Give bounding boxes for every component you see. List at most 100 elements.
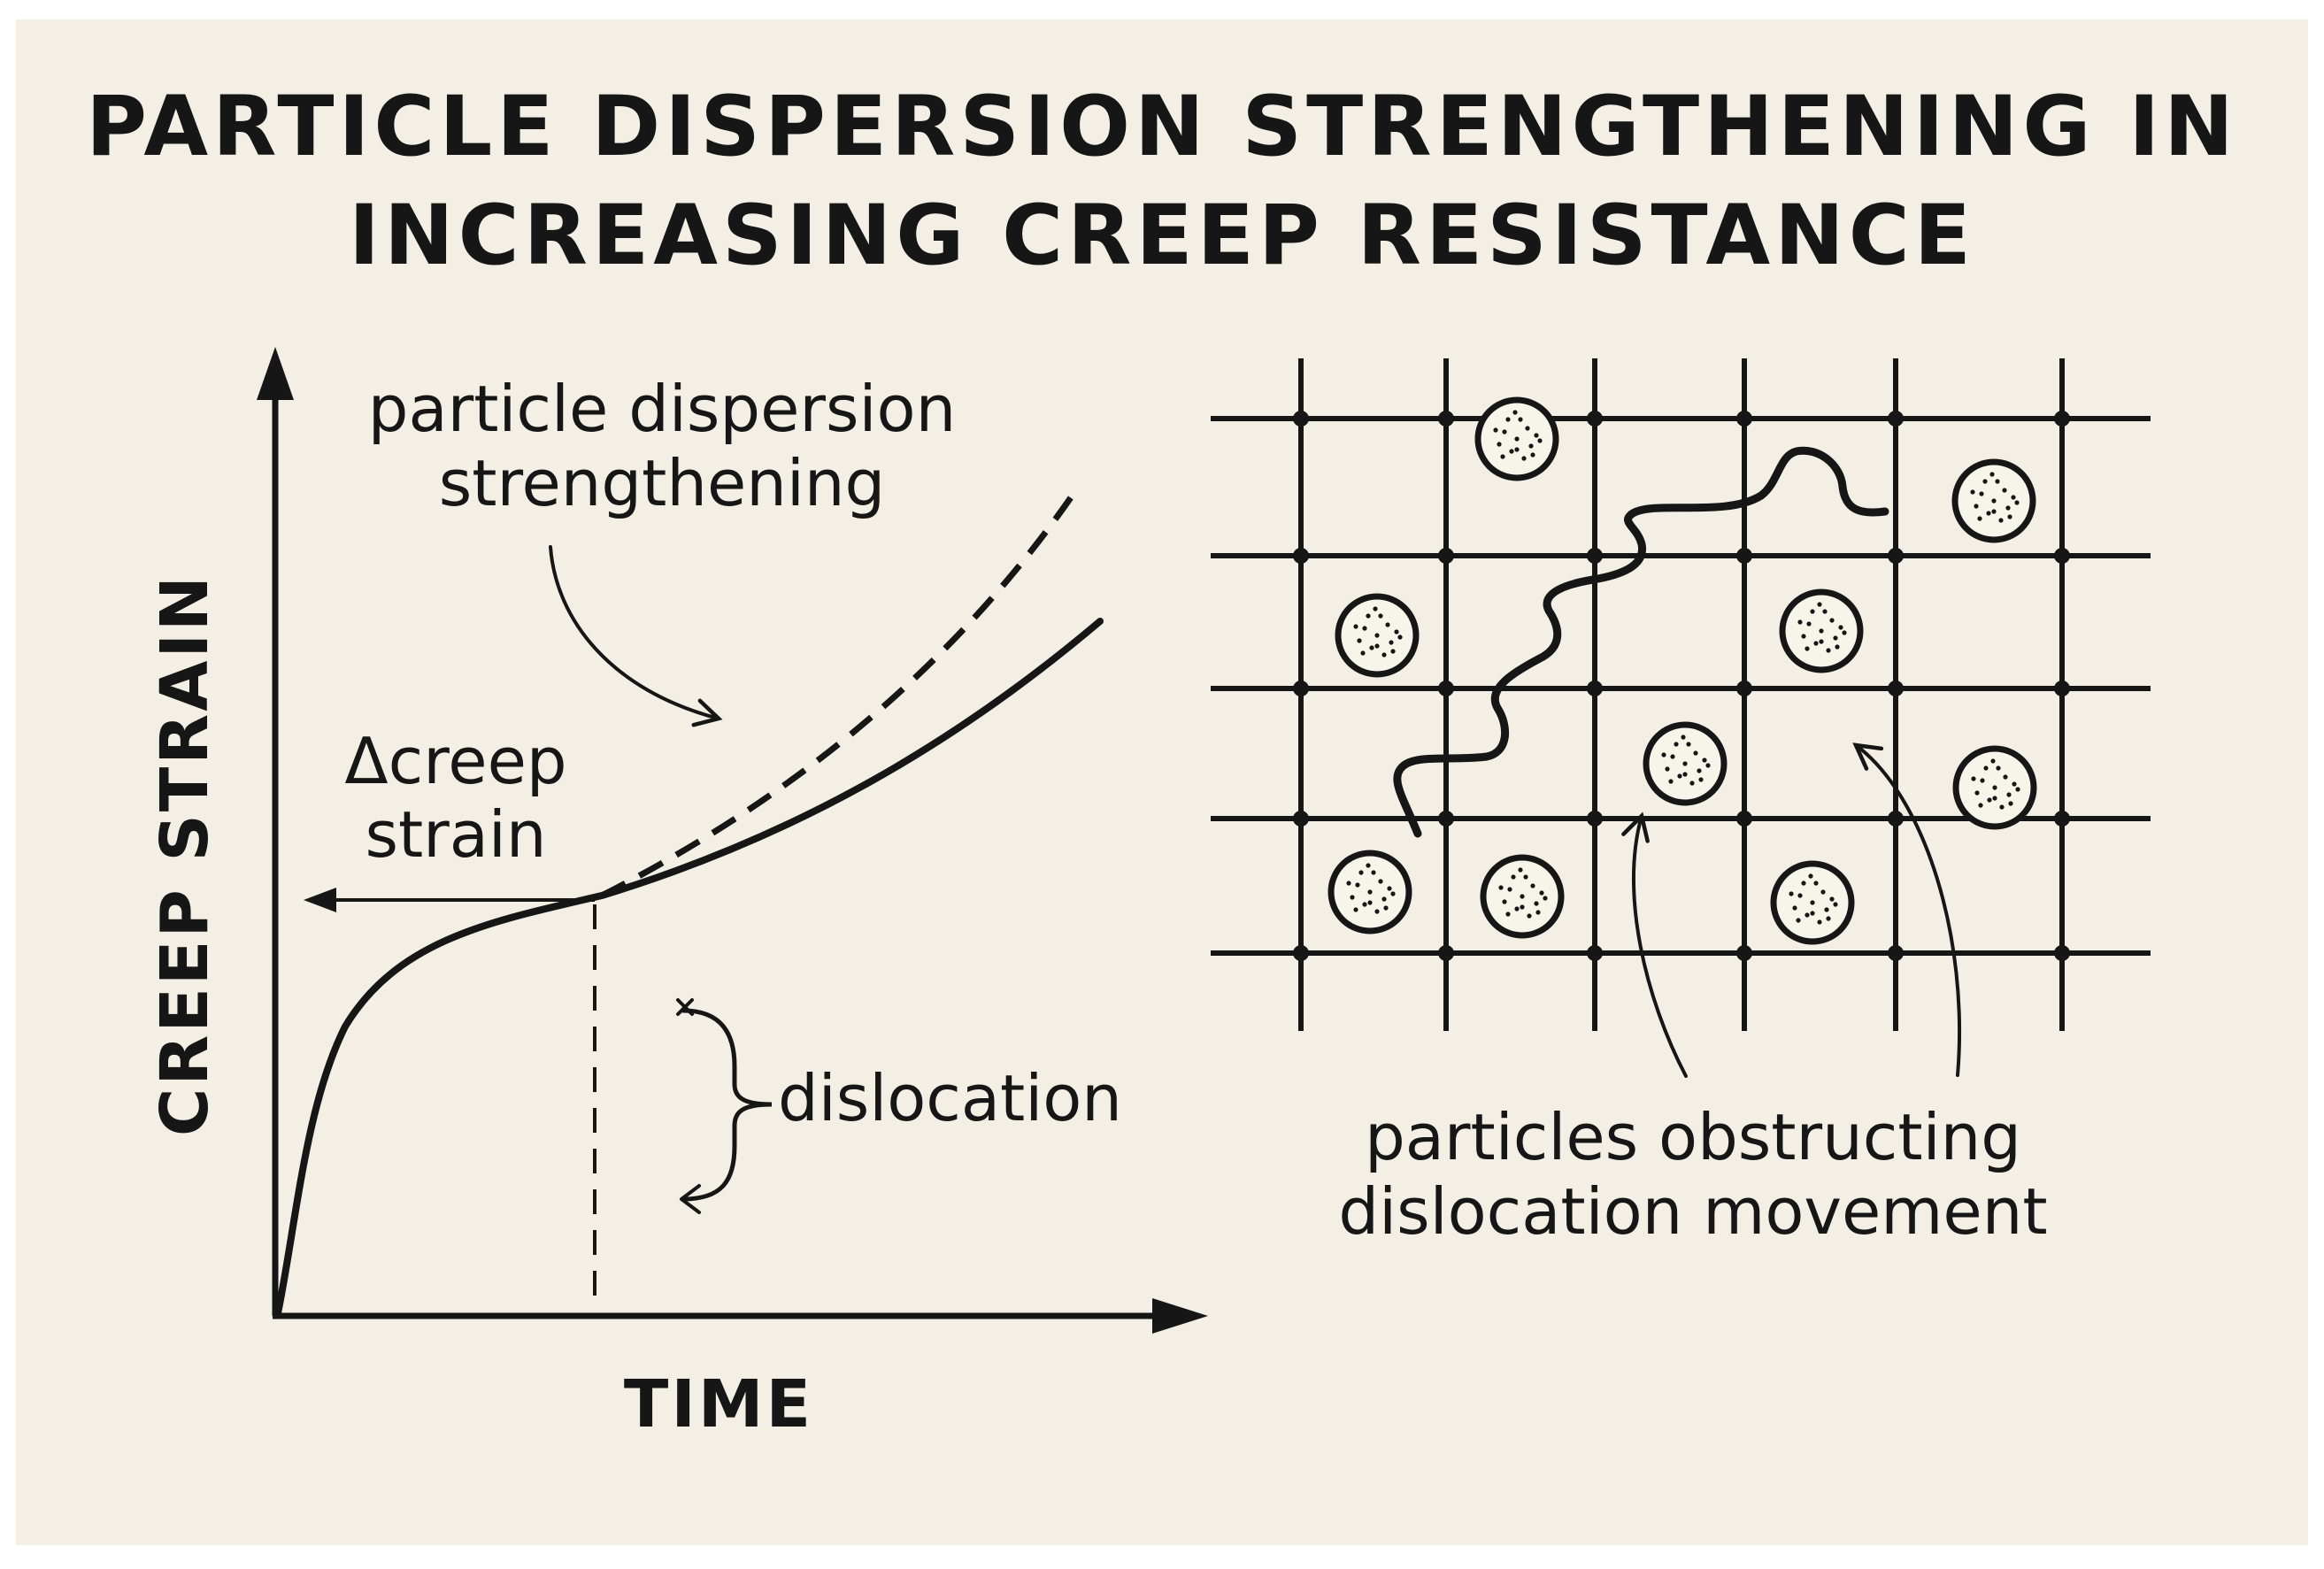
particle-speckle (1698, 777, 1704, 782)
particle-speckle (1996, 765, 2001, 771)
lattice-node (1438, 681, 1454, 696)
particle-speckle (1810, 609, 1815, 614)
particle-speckle (1819, 628, 1824, 634)
particle-speckle (1838, 625, 1843, 630)
lattice-caption-line-1: particles obstructing (1365, 1100, 2021, 1174)
particle-speckle (2015, 787, 2020, 792)
particle-speckle (1497, 442, 1502, 447)
lattice-node (1438, 811, 1454, 827)
lattice-node (1293, 681, 1309, 696)
lattice-diagram (1211, 358, 2151, 1031)
particle-speckle (2003, 774, 2008, 780)
creep-graph: CREEP STRAIN TIME particle dispersion st… (147, 347, 1208, 1442)
particle-speckle (2002, 488, 2007, 493)
particle-speckle (1518, 417, 1523, 422)
creep-curve-without-particles (600, 489, 1078, 899)
obstruction-arrow-right (1852, 742, 1962, 1077)
particle-speckle (1991, 509, 1997, 514)
lattice-node (1587, 411, 1603, 427)
particle-speckle (2008, 801, 2013, 806)
particle-speckle (1514, 436, 1520, 442)
title-line-1: PARTICLE DISPERSION STRENGTHENING IN (86, 79, 2238, 175)
particle-speckle (1511, 874, 1516, 880)
particle-speckle (2006, 792, 2012, 797)
particle-speckle (1518, 867, 1523, 873)
particle-speckle (1833, 902, 1838, 907)
particle-speckle (1668, 779, 1674, 784)
particle-speckle (1539, 890, 1544, 896)
particle-speckle (1362, 626, 1367, 631)
particle-speckle (2005, 505, 2011, 511)
particle-speckle (1998, 518, 2004, 523)
lattice-node (1888, 548, 1904, 564)
lattice-node (1736, 681, 1752, 696)
particle-speckle (1974, 504, 1979, 509)
particle-speckle (1535, 910, 1541, 915)
particle-speckle (1530, 883, 1535, 888)
lattice-node (1293, 548, 1309, 564)
lattice-node (1293, 945, 1309, 961)
particle-speckle (1682, 761, 1688, 766)
particle-speckle (1820, 889, 1826, 895)
particle-speckle (2012, 781, 2017, 787)
particle-speckle (1978, 803, 1983, 808)
particle-speckle (1374, 643, 1380, 649)
lattice-node (2054, 811, 2070, 827)
lattice-node (1438, 411, 1454, 427)
particle-speckle (1355, 882, 1360, 888)
particle-speckle (1979, 491, 1984, 496)
particle-speckle (1805, 646, 1810, 651)
particle-speckle (1500, 454, 1505, 459)
particle-speckle (1805, 912, 1810, 918)
particle-speckle (1817, 602, 1822, 607)
particle-speckle (1792, 905, 1797, 911)
particle-speckle (1797, 619, 1803, 625)
particle-speckle (1974, 790, 1980, 796)
lattice-node (1293, 811, 1309, 827)
particle-speckle (1797, 893, 1803, 898)
lattice-node (1293, 411, 1309, 427)
particle-speckle (1810, 900, 1815, 905)
delta-label-line-2: strain (365, 797, 546, 872)
particle-speckle (1826, 916, 1831, 921)
lattice-node (2054, 681, 2070, 696)
lattice-node (1888, 411, 1904, 427)
particle-speckle (1670, 754, 1675, 759)
particle-speckle (1705, 763, 1711, 768)
lattice-node (1736, 811, 1752, 827)
particle-speckle (1387, 886, 1392, 891)
particle-speckle (1829, 896, 1835, 902)
lattice-node (1736, 945, 1752, 961)
lattice-node (1587, 548, 1603, 564)
particle-speckle (1505, 911, 1511, 917)
particle-speckle (2014, 500, 2020, 505)
obstruction-arrow-left (1621, 811, 1688, 1078)
particle-speckle (1521, 456, 1527, 461)
particle-speckle (1813, 641, 1819, 646)
lattice-node (1736, 548, 1752, 564)
particle-speckle (1835, 644, 1840, 650)
particle-speckle (1992, 785, 1997, 790)
particle-speckle (1502, 429, 1507, 435)
lattice-node (1888, 811, 1904, 827)
particle-speckle (1505, 417, 1511, 422)
particle-speckle (1346, 881, 1351, 886)
particle-speckle (1842, 630, 1847, 635)
particle-speckle (1514, 906, 1520, 911)
particle-speckle (1983, 765, 1989, 771)
dislocation-line (1393, 446, 1889, 838)
particle-speckle (1789, 891, 1794, 896)
particle-speckle (1999, 804, 2005, 810)
particle-speckle (1528, 443, 1534, 449)
lattice-node (2054, 945, 2070, 961)
particle-speckle (1514, 447, 1520, 452)
particle-speckle (1389, 640, 1394, 645)
particle-speckle (1833, 635, 1838, 641)
particle-speckle (1801, 634, 1806, 639)
particle-speckle (1971, 776, 1976, 781)
particle-speckle (1977, 516, 1982, 521)
particle-speckle (1383, 905, 1389, 911)
particle-speckle (1970, 489, 1975, 495)
